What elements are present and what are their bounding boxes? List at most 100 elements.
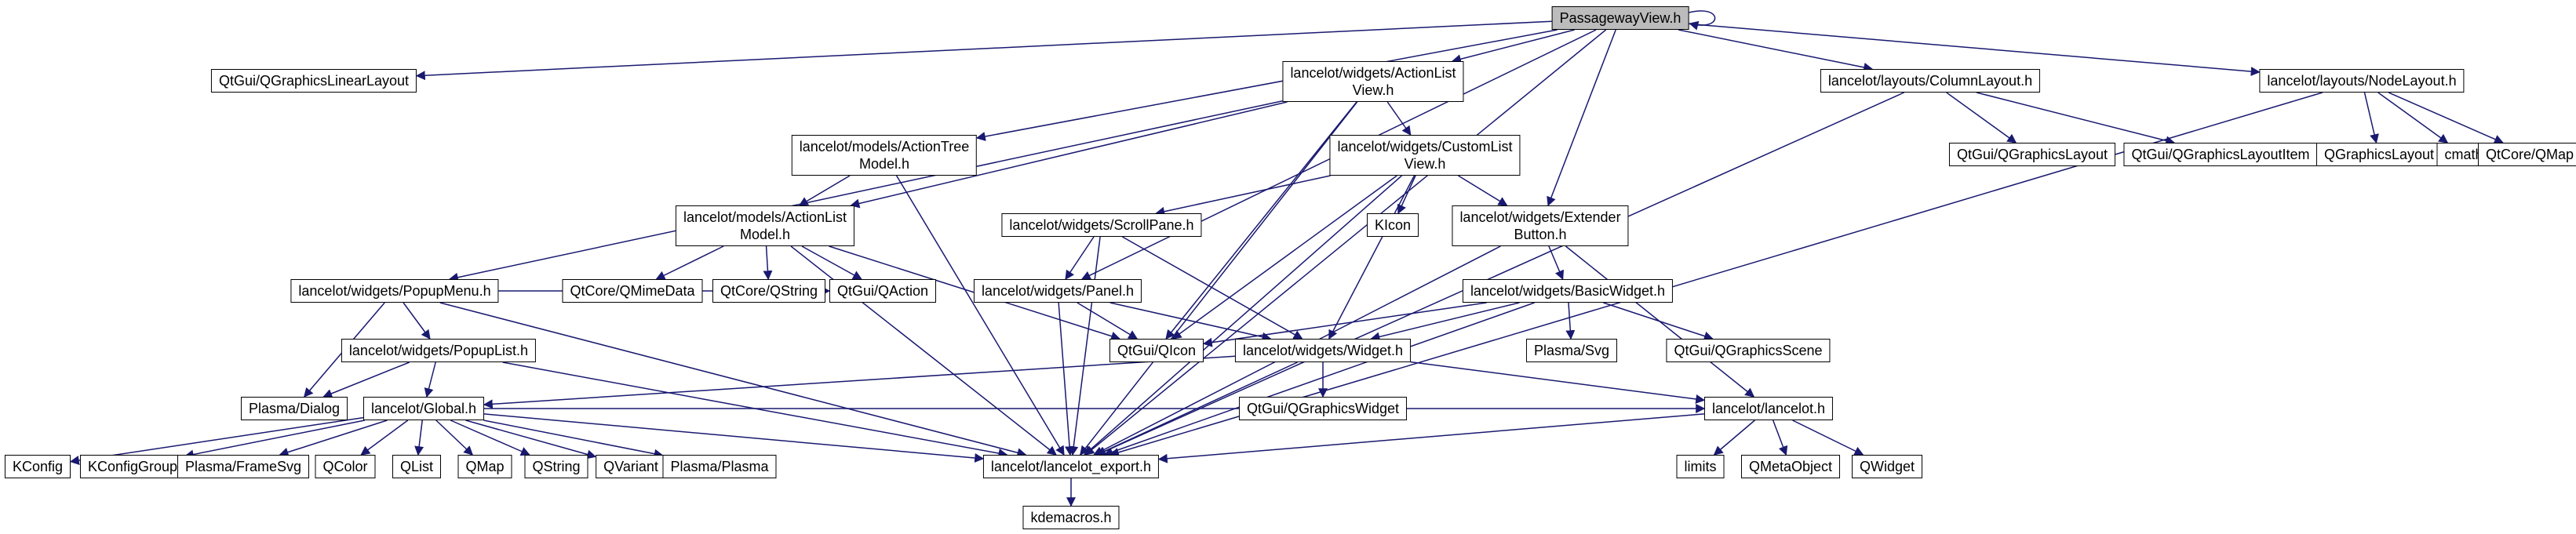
include-edge-alm-to-qmime	[655, 245, 724, 280]
include-edge-pv-to-nodel	[1689, 23, 2261, 77]
include-edge-sp-to-widget	[1122, 236, 1303, 340]
include-edge-bw-to-qicon	[1202, 302, 1487, 347]
graph-node-pplasma[interactable]: Plasma/Plasma	[662, 455, 777, 478]
graph-node-qgwidget[interactable]: QtGui/QGraphicsWidget	[1238, 397, 1408, 420]
graph-node-qmap2[interactable]: QtCore/QMap	[2477, 143, 2576, 166]
graph-node-lancelot[interactable]: lancelot/lancelot.h	[1703, 397, 1834, 420]
include-edge-col-to-qglitem	[1976, 92, 2176, 146]
include-edge-clv-to-widget	[1328, 175, 1416, 340]
graph-node-qstring[interactable]: QString	[524, 455, 588, 478]
include-edge-global-to-pplasma	[483, 420, 664, 459]
graph-node-qmap[interactable]: QMap	[457, 455, 512, 478]
graph-node-sp[interactable]: lancelot/widgets/ScrollPane.h	[1001, 213, 1202, 237]
include-edge-alm-to-export	[790, 245, 1057, 456]
include-edge-global-to-qvariant	[465, 420, 597, 460]
include-edge-nodel-to-qgl2	[2363, 92, 2379, 144]
graph-node-export[interactable]: lancelot/lancelot_export.h	[982, 455, 1160, 478]
include-edge-clv-to-eb	[1458, 175, 1508, 206]
include-edge-col-to-qglayout	[1946, 92, 2017, 143]
include-edge-alv-to-pm	[448, 100, 1283, 282]
graph-node-qgll[interactable]: QtGui/QGraphicsLinearLayout	[210, 69, 417, 93]
graph-node-limits[interactable]: limits	[1676, 455, 1725, 478]
graph-node-bw[interactable]: lancelot/widgets/BasicWidget.h	[1462, 279, 1674, 303]
include-edge-global-to-export	[483, 413, 985, 463]
include-edge-global-to-qstring	[450, 420, 530, 456]
graph-node-qmime[interactable]: QtCore/QMimeData	[562, 279, 703, 303]
include-edge-lancelot-to-limits	[1713, 420, 1755, 456]
graph-node-qglitem[interactable]: QtGui/QGraphicsLayoutItem	[2123, 143, 2318, 166]
include-edge-alv-to-alm	[850, 101, 1288, 209]
graph-node-qcolor[interactable]: QColor	[315, 455, 376, 478]
include-edge-pl-to-global	[424, 361, 436, 398]
graph-node-alv[interactable]: lancelot/widgets/ActionList View.h	[1282, 61, 1464, 102]
graph-node-qgl2[interactable]: QGraphicsLayout	[2315, 143, 2443, 166]
include-edge-clv-to-qicon	[1171, 175, 1397, 340]
graph-node-pl[interactable]: lancelot/widgets/PopupList.h	[341, 339, 537, 362]
graph-node-qlist[interactable]: QList	[392, 455, 442, 478]
graph-node-qmetaobject[interactable]: QMetaObject	[1740, 455, 1841, 478]
include-edge-pv-to-atm	[975, 29, 1558, 141]
graph-node-atm[interactable]: lancelot/models/ActionTree Model.h	[791, 135, 978, 176]
include-edge-col-to-export	[1096, 92, 1904, 456]
include-edge-pv-to-qgll	[415, 20, 1552, 81]
include-edge-bw-to-psvg	[1565, 302, 1576, 340]
graph-node-kicon[interactable]: KIcon	[1366, 213, 1419, 237]
graph-node-kconfig[interactable]: KConfig	[4, 455, 71, 478]
graph-node-panel[interactable]: lancelot/widgets/Panel.h	[973, 279, 1142, 303]
include-edge-widget-to-global	[483, 355, 1236, 409]
graph-node-widget[interactable]: lancelot/widgets/Widget.h	[1234, 339, 1412, 362]
graph-node-alm[interactable]: lancelot/models/ActionList Model.h	[675, 205, 855, 246]
include-edge-pm-to-pl	[403, 302, 431, 340]
graph-node-clv[interactable]: lancelot/widgets/CustomList View.h	[1329, 135, 1521, 176]
include-edge-widget-to-lancelot	[1410, 361, 1706, 404]
include-edge-global-to-kconfig	[69, 416, 364, 466]
graph-node-pv[interactable]: PassagewayView.h	[1551, 6, 1689, 30]
include-edge-nodel-to-cmath	[2377, 92, 2449, 143]
graph-node-qvariant[interactable]: QVariant	[596, 455, 666, 478]
include-edge-clv-to-sp	[1155, 175, 1331, 216]
include-edge-bw-to-qgscene	[1603, 302, 1714, 341]
graph-node-global[interactable]: lancelot/Global.h	[363, 397, 485, 420]
include-edge-atm-to-alm	[798, 175, 851, 206]
include-edge-global-to-qcolor	[360, 420, 409, 456]
graph-node-psvg[interactable]: Plasma/Svg	[1525, 339, 1618, 362]
include-edge-lancelot-to-qwidget	[1792, 420, 1864, 456]
include-edge-pv-to-export	[1084, 29, 1607, 456]
graph-node-kdemacros[interactable]: kdemacros.h	[1022, 506, 1120, 529]
graph-node-col[interactable]: lancelot/layouts/ColumnLayout.h	[1820, 69, 2041, 93]
graph-node-pframesvg[interactable]: Plasma/FrameSvg	[177, 455, 310, 478]
include-edge-bw-to-export	[1103, 302, 1535, 457]
include-edge-global-to-kconfiggroup	[184, 420, 365, 460]
include-edge-lancelot-to-qmetaobject	[1772, 420, 1788, 456]
include-edge-alv-to-qicon	[1165, 101, 1357, 340]
include-edge-alm-to-qaction	[801, 245, 862, 280]
include-edge-bw-to-widget	[1370, 302, 1520, 342]
include-edge-sp-to-export	[1069, 236, 1101, 456]
graph-node-qwidget[interactable]: QWidget	[1851, 455, 1923, 478]
include-edge-pv-to-col	[1678, 29, 1874, 72]
include-edge-lancelot-to-export	[1157, 413, 1705, 463]
graph-node-qglayout[interactable]: QtGui/QGraphicsLayout	[1948, 143, 2116, 166]
include-edge-pl-to-pdialog	[322, 361, 410, 398]
include-edge-global-to-qmap	[435, 420, 474, 456]
graph-node-qicon[interactable]: QtGui/QIcon	[1109, 339, 1204, 362]
include-edge-pv-to-alv	[1451, 29, 1575, 64]
graph-node-pm[interactable]: lancelot/widgets/PopupMenu.h	[290, 279, 499, 303]
graph-node-eb[interactable]: lancelot/widgets/Extender Button.h	[1452, 205, 1629, 246]
graph-node-qgscene[interactable]: QtGui/QGraphicsScene	[1666, 339, 1831, 362]
include-edge-pm-to-export	[439, 302, 1027, 458]
graph-node-qaction[interactable]: QtGui/QAction	[829, 279, 937, 303]
include-edge-nodel-to-qmap2	[2388, 92, 2504, 144]
include-edge-global-to-pframesvg	[279, 420, 388, 457]
graph-node-qstring2[interactable]: QtCore/QString	[712, 279, 826, 303]
graph-node-nodel[interactable]: lancelot/layouts/NodeLayout.h	[2259, 69, 2465, 93]
graph-node-pdialog[interactable]: Plasma/Dialog	[240, 397, 348, 420]
graph-node-kconfiggroup[interactable]: KConfigGroup	[79, 455, 186, 478]
include-edge-alm-to-qstring2	[763, 245, 773, 281]
include-edge-sp-to-panel	[1065, 236, 1095, 280]
include-edge-panel-to-qicon	[1077, 302, 1139, 340]
include-edge-alv-to-clv	[1386, 101, 1412, 136]
include-edge-panel-to-widget	[1109, 302, 1272, 342]
